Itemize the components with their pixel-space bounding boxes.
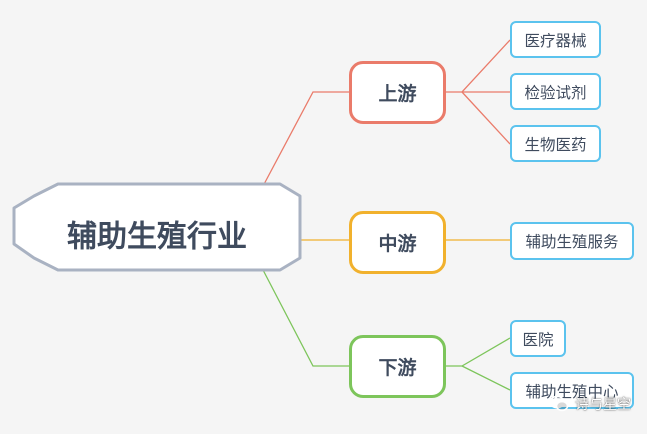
branch-node-downstream: 下游 (349, 335, 446, 398)
branch-node-midstream: 中游 (349, 211, 446, 274)
leaf-label: 辅助生殖中心 (525, 382, 619, 401)
connector-upstream-leaf (446, 39, 511, 93)
branch-node-upstream: 上游 (349, 61, 446, 124)
connector-root-downstream (261, 267, 349, 367)
watermark-text: 诗与星空 (575, 397, 631, 413)
wechat-icon (549, 395, 569, 412)
leaf-node-hospital: 医院 (510, 320, 566, 357)
leaf-label: 检验试剂 (524, 83, 587, 102)
branch-label-midstream: 中游 (378, 233, 417, 255)
connector-upstream-leaf (461, 91, 511, 145)
connector-root-upstream (261, 91, 349, 189)
leaf-label: 辅助生殖服务 (525, 233, 619, 251)
leaf-node-medical-devices: 医疗器械 (510, 21, 601, 58)
connector-downstream-leaf (446, 337, 511, 367)
connector-downstream-leaf (461, 365, 511, 391)
leaf-label: 医院 (522, 330, 554, 349)
leaf-node-test-reagents: 检验试剂 (510, 73, 601, 110)
branch-label-upstream: 上游 (378, 83, 417, 105)
leaf-node-art-center: 辅助生殖中心 (510, 372, 634, 409)
watermark: 诗与星空 (549, 394, 631, 414)
root-node-shape (12, 182, 302, 272)
leaf-label: 生物医药 (524, 135, 587, 154)
connector-lines (261, 39, 511, 391)
leaf-node-biomedicine: 生物医药 (510, 125, 601, 162)
root-node-label: 辅助生殖行业 (67, 220, 247, 255)
leaf-node-art-services: 辅助生殖服务 (510, 222, 634, 260)
leaf-label: 医疗器械 (524, 31, 587, 50)
branch-label-downstream: 下游 (378, 357, 417, 379)
